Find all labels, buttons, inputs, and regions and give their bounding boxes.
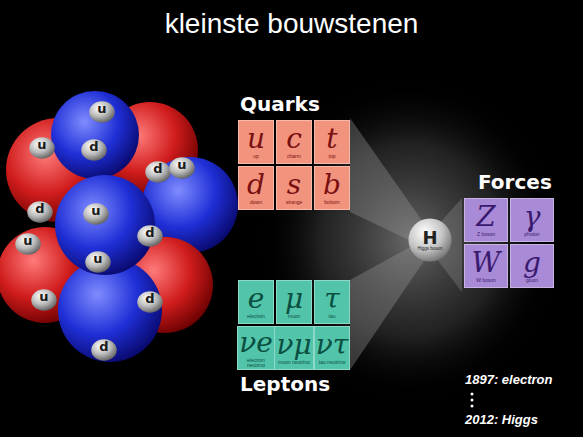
- particle-name: gluon: [526, 278, 538, 283]
- quark-ball: d: [137, 225, 163, 247]
- particle-tile: sstrange: [276, 166, 312, 210]
- particle-symbol: νe: [239, 328, 273, 358]
- particle-symbol: μ: [285, 284, 303, 314]
- quark-letter: u: [29, 137, 55, 152]
- quark-letter: u: [85, 251, 111, 266]
- particle-tile: ντtau neutrino: [314, 326, 351, 370]
- quark-ball: d: [137, 291, 163, 313]
- higgs-name: Higgs boson: [417, 247, 442, 252]
- particle-group: Leptonseelectronμmuonτtauνeelectron neut…: [238, 280, 350, 400]
- quark-letter: u: [169, 157, 195, 172]
- particle-name: electron: [247, 314, 265, 319]
- particle-name: muon: [288, 314, 301, 319]
- quark-letter: d: [137, 225, 163, 240]
- quark-ball: u: [89, 101, 115, 123]
- quark-ball: d: [91, 339, 117, 361]
- particle-name: Z boson: [477, 232, 495, 237]
- particle-symbol: Z: [476, 202, 495, 232]
- particle-symbol: W: [472, 248, 501, 278]
- quark-letter: u: [15, 233, 41, 248]
- particle-tile: γphoton: [510, 198, 554, 242]
- particle-tile: ZZ boson: [464, 198, 508, 242]
- quark-letter: u: [89, 101, 115, 116]
- particle-name: tau neutrino: [319, 360, 345, 365]
- particle-tile: bbottom: [314, 166, 350, 210]
- particle-tile: ttop: [314, 120, 350, 164]
- particle-tile: ddown: [238, 166, 274, 210]
- quark-ball: u: [31, 289, 57, 311]
- quark-letter: u: [83, 203, 109, 218]
- quark-letter: d: [137, 291, 163, 306]
- quark-ball: d: [145, 161, 171, 183]
- particle-tile: νμmuon neutrino: [274, 326, 313, 370]
- particle-symbol: c: [286, 124, 302, 154]
- timeline-dots: [471, 393, 474, 408]
- quark-letter: u: [31, 289, 57, 304]
- nucleus: [0, 91, 238, 362]
- particle-name: W boson: [476, 278, 496, 283]
- quark-letter: d: [145, 161, 171, 176]
- timeline-label: 1897: electron: [465, 372, 552, 387]
- particle-name: up: [253, 154, 259, 159]
- group-heading: Quarks: [240, 92, 320, 116]
- quark-ball: d: [81, 139, 107, 161]
- particle-name: photon: [524, 232, 539, 237]
- particle-name: down: [250, 200, 262, 205]
- particle-name: muon neutrino: [278, 360, 310, 365]
- quark-ball: u: [85, 251, 111, 273]
- particle-name: strange: [286, 200, 303, 205]
- particle-name: electron neutrino: [238, 358, 274, 369]
- particle-name: bottom: [324, 200, 339, 205]
- particle-tile: τtau: [314, 280, 350, 324]
- group-heading: Forces: [478, 170, 552, 194]
- higgs-haze: [260, 80, 560, 400]
- particle-symbol: s: [287, 170, 301, 200]
- particle-tile: νeelectron neutrino: [237, 326, 275, 370]
- particle-tile: μmuon: [276, 280, 312, 324]
- particle-name: top: [329, 154, 336, 159]
- particle-tile: ccharm: [276, 120, 312, 164]
- slide-title: kleinste bouwstenen: [0, 8, 583, 40]
- timeline-label: 2012: Higgs: [465, 412, 538, 427]
- quark-ball: u: [29, 137, 55, 159]
- particle-tile: WW boson: [464, 244, 508, 288]
- particle-symbol: γ: [524, 202, 541, 232]
- particle-symbol: g: [523, 248, 541, 278]
- higgs-sphere: HHiggs boson: [408, 218, 452, 262]
- particle-symbol: u: [247, 124, 265, 154]
- quark-letter: d: [27, 201, 53, 216]
- particle-symbol: τ: [324, 284, 340, 314]
- particle-symbol: b: [323, 170, 341, 200]
- particle-symbol: t: [326, 124, 337, 154]
- particle-name: tau: [329, 314, 336, 319]
- particle-symbol: νμ: [276, 330, 311, 360]
- higgs-symbol: H: [422, 229, 437, 247]
- particle-name: charm: [287, 154, 301, 159]
- particle-group: Quarksuupccharmttopddownsstrangebbottom: [238, 92, 350, 212]
- particle-symbol: d: [247, 170, 265, 200]
- particle-symbol: ντ: [316, 330, 349, 360]
- quark-ball: u: [15, 233, 41, 255]
- particle-tile: uup: [238, 120, 274, 164]
- particle-tile: eelectron: [238, 280, 274, 324]
- quark-letter: d: [81, 139, 107, 154]
- group-heading: Leptons: [240, 372, 330, 396]
- quark-ball: u: [83, 203, 109, 225]
- quark-ball: u: [169, 157, 195, 179]
- quark-letter: d: [91, 339, 117, 354]
- particle-group: ForcesZZ bosonγphotonWW bosonggluon: [464, 170, 556, 292]
- quark-ball: d: [27, 201, 53, 223]
- particle-tile: ggluon: [510, 244, 554, 288]
- particle-symbol: e: [248, 284, 265, 314]
